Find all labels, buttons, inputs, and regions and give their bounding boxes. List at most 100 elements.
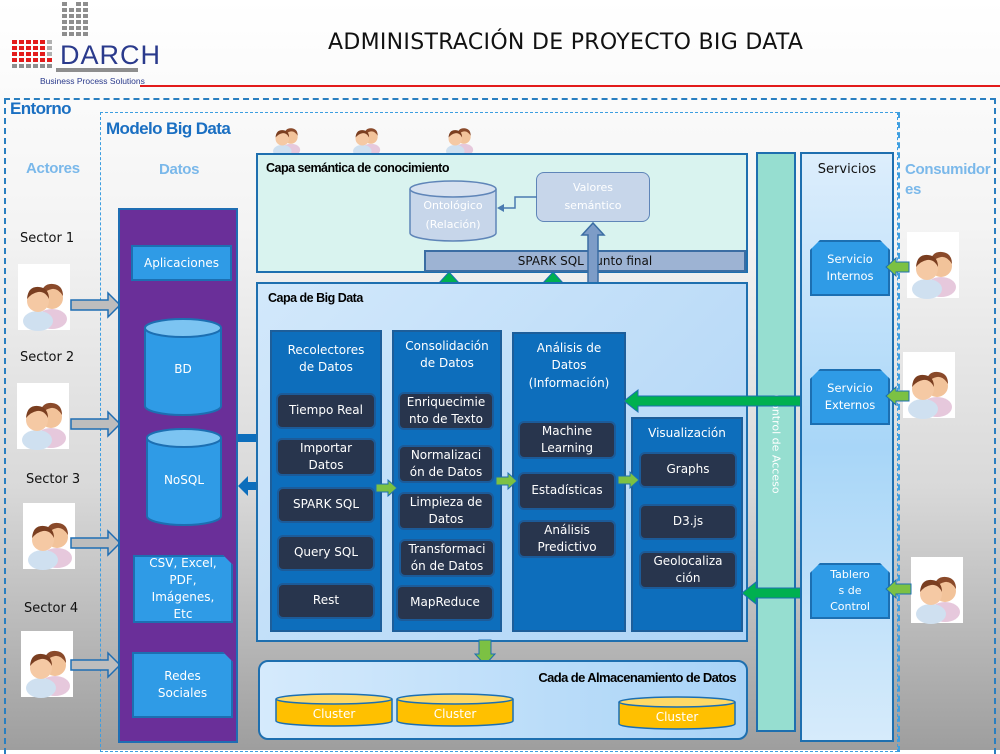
item-query-sql: Query SQL [277, 535, 375, 571]
arrow-right-icon [70, 410, 122, 438]
item-line: Limpieza de [409, 494, 483, 509]
cluster-label: Cluster [433, 707, 477, 721]
nosql-label: NoSQL [163, 473, 205, 487]
heading-line: Consumidor [905, 161, 991, 178]
logo-tagline: Business Process Solutions [40, 76, 145, 86]
bd-label: BD [174, 362, 192, 376]
ontologico-line: (Relación) [425, 217, 481, 231]
entorno-label: Entorno [10, 99, 72, 118]
item-line: Machine [541, 423, 593, 438]
redes-sociales-box: Redes Sociales [132, 652, 233, 718]
connector-arrow-icon [497, 196, 537, 212]
sector-label: Sector 4 [24, 601, 79, 616]
redes-line: Sociales [157, 686, 208, 700]
files-line: CSV, Excel, [149, 556, 217, 571]
sector-label: Sector 3 [26, 472, 81, 487]
item-line: ción [675, 571, 701, 585]
storage-layer-title: Cada de Almacenamiento de Datos [538, 670, 736, 685]
item-enriquecimiento: Enriquecimie nto de Texto [398, 392, 494, 430]
svc-line: Control [830, 599, 870, 613]
arrow-left-icon [238, 476, 272, 496]
actor-users-icon [23, 503, 75, 570]
item-normalizacion: Normalizaci ón de Datos [398, 445, 494, 483]
redes-line: Redes [164, 669, 201, 684]
arrow-left-icon [885, 256, 910, 278]
column-label: Recolectores [287, 343, 365, 357]
arrow-down-icon [473, 639, 497, 666]
cluster-icon [396, 693, 514, 727]
consumer-users-icon [911, 557, 963, 624]
arrow-right-icon [375, 478, 398, 498]
recolectores-column: Recolectores de Datos [270, 330, 382, 632]
item-rest: Rest [277, 583, 375, 619]
cluster-icon [618, 696, 736, 730]
files-box: CSV, Excel, PDF, Imágenes, Etc [133, 555, 233, 623]
item-line: ón de Datos [410, 559, 484, 573]
ontologico-label: Ontológico (Relación) [408, 197, 498, 234]
spark-sql-endpoint-bar: SPARK SQL punto final [424, 250, 746, 272]
item-line: Análisis [544, 522, 590, 537]
arrow-right-icon [70, 529, 122, 557]
nosql-database-icon [146, 428, 222, 526]
item-line: Enriquecimie [406, 394, 486, 409]
consumer-users-icon [903, 352, 955, 419]
consumidores-heading: Consumidor es [905, 160, 991, 199]
column-label: de Datos [420, 356, 474, 371]
column-label: Análisis de [536, 341, 602, 355]
item-limpieza: Limpieza de Datos [398, 492, 494, 530]
column-label: (Información) [528, 375, 610, 390]
sector-label: Sector 2 [20, 350, 75, 365]
column-label: Visualización [648, 426, 726, 440]
valores-line: semántico [564, 199, 622, 212]
actores-heading: Actores [26, 160, 80, 177]
files-line: Imágenes, [151, 590, 215, 604]
modelo-big-data-label: Modelo Big Data [106, 119, 231, 138]
arrow-right-icon [617, 470, 640, 490]
svc-line: Servicio [827, 251, 873, 266]
valores-semantico-box: Valores semántico [536, 172, 650, 222]
logo-grid-icon: DARCH Business Process Solutions [12, 2, 160, 86]
arrow-right-icon [70, 651, 122, 679]
item-d3js: D3.js [639, 504, 737, 540]
control-acceso-bar: Control de Acceso [756, 152, 796, 732]
column-label: de Datos [299, 360, 353, 375]
cluster-icon [275, 693, 393, 727]
actor-users-icon [21, 631, 73, 698]
ontologico-line: Ontológico [423, 199, 483, 212]
arrow-right-icon [495, 471, 518, 491]
item-line: Importar [299, 440, 353, 455]
item-line: Learning [540, 441, 594, 455]
item-estadisticas: Estadísticas [518, 472, 616, 510]
heading-line: es [905, 180, 922, 198]
actor-users-icon [18, 264, 70, 331]
cluster-label: Cluster [655, 710, 699, 724]
item-importar-datos: Importar Datos [276, 438, 376, 476]
files-line: Etc [173, 606, 193, 621]
logo-text: DARCH [60, 40, 161, 70]
bd-database-icon [144, 318, 222, 416]
servicio-internos-box: Servicio Internos [810, 240, 890, 296]
datos-heading: Datos [159, 161, 200, 178]
item-line: Transformaci [408, 541, 486, 556]
arrow-left-icon [885, 385, 910, 407]
arrow-left-icon [623, 388, 807, 414]
big-data-layer-title: Capa de Big Data [268, 291, 363, 305]
sector-label: Sector 1 [20, 231, 75, 246]
svc-line: Servicio [827, 380, 873, 395]
page-title: ADMINISTRACIÓN DE PROYECTO BIG DATA [328, 30, 804, 55]
arrow-left-icon [885, 578, 912, 600]
item-graphs: Graphs [639, 452, 737, 488]
semantic-layer-title: Capa semántica de conocimiento [266, 161, 449, 175]
servicios-heading: Servicios [817, 162, 877, 177]
cluster-label: Cluster [312, 707, 356, 721]
item-line: Predictivo [537, 540, 597, 554]
valores-line: Valores [573, 181, 613, 195]
item-spark-sql: SPARK SQL [277, 487, 375, 523]
item-tiempo-real: Tiempo Real [276, 393, 376, 429]
item-transformacion: Transformaci ón de Datos [399, 539, 495, 577]
actor-users-icon [17, 383, 69, 450]
tableros-de-control-box: Tablero s de Control [810, 563, 890, 619]
servicio-externos-box: Servicio Externos [810, 369, 890, 425]
column-label: Datos [551, 358, 587, 373]
darch-logo: DARCH Business Process Solutions [8, 0, 160, 88]
